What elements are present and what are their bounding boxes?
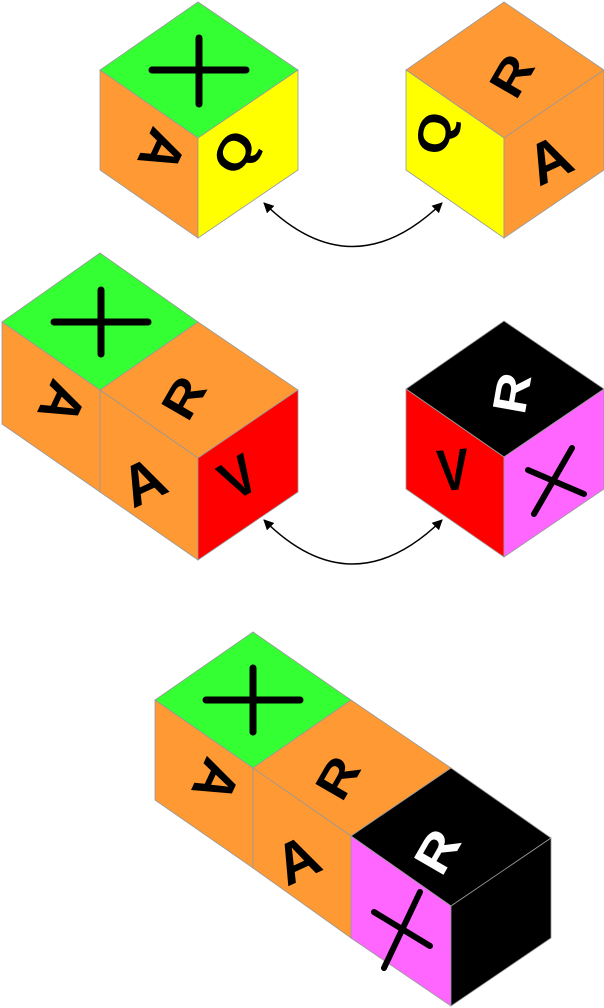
x-symbol-icon	[371, 889, 433, 971]
letter-v: V	[435, 437, 473, 504]
x-symbol-icon	[202, 664, 304, 736]
cube-middle-right: R V	[405, 320, 604, 558]
cube-top-left: A Q	[99, 1, 299, 239]
face-right-magenta	[503, 388, 604, 558]
face-right-black	[450, 837, 552, 1007]
x-symbol-icon	[148, 34, 250, 108]
cube-pair-middle-left: A R A V	[1, 252, 299, 561]
swap-arrow	[263, 202, 443, 248]
face-right-yellow	[197, 69, 299, 239]
cube-row-bottom: A R A R	[154, 631, 552, 1007]
x-symbol-icon	[525, 445, 587, 517]
face-right-red	[197, 389, 299, 561]
cube-top-right: R Q A	[405, 1, 604, 239]
letter-q: Q	[406, 108, 464, 158]
swap-arrow	[263, 519, 443, 565]
face-right-orange	[503, 69, 604, 239]
x-symbol-icon	[50, 286, 152, 358]
letter-r: R	[483, 369, 542, 418]
